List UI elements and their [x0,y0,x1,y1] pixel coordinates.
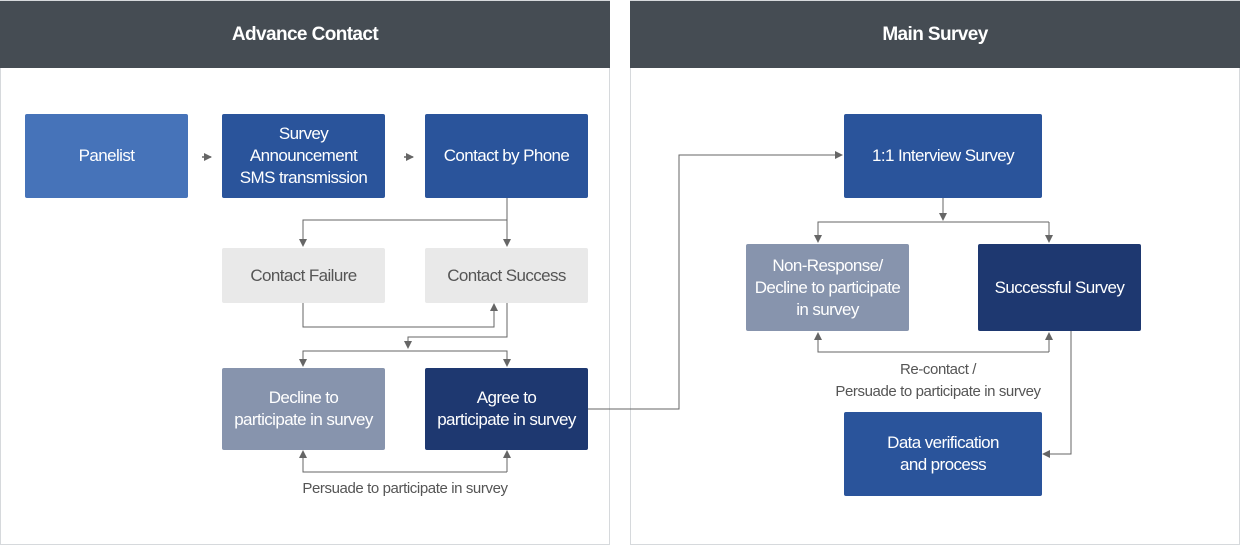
node-contact-by-phone: Contact by Phone [425,114,588,198]
line-success-down [404,302,508,349]
node-sms-transmission: Survey Announcement SMS transmission [222,114,385,198]
advance-contact-header: Advance Contact [0,1,610,68]
arrow-phone-to-failure [299,197,508,247]
node-data-verification: Data verification and process [844,412,1042,496]
node-contact-success: Contact Success [425,248,588,303]
node-panelist: Panelist [25,114,188,198]
arrow-successful-to-verification [1042,330,1072,458]
caption-persuade: Persuade to participate in survey [302,480,508,497]
arrow-to-nonresponse [814,221,1049,243]
node-agree: Agree to participate in survey [425,368,588,450]
node-non-response: Non-Response/ Decline to participate in … [746,244,909,331]
node-interview-survey: 1:1 Interview Survey [844,114,1042,198]
arrow-failure-to-success [302,302,498,328]
main-survey-header: Main Survey [630,1,1240,68]
node-successful-survey: Successful Survey [978,244,1141,331]
arrow-persuade-loop-left [299,450,507,473]
node-decline: Decline to participate in survey [222,368,385,450]
arrow-split-to-decline [302,350,511,367]
node-contact-failure: Contact Failure [222,248,385,303]
caption-recontact: Re-contact / Persuade to participate in … [835,361,1041,400]
arrow-agree-to-interview [588,151,843,410]
arrow-recontact-left [814,332,1049,353]
